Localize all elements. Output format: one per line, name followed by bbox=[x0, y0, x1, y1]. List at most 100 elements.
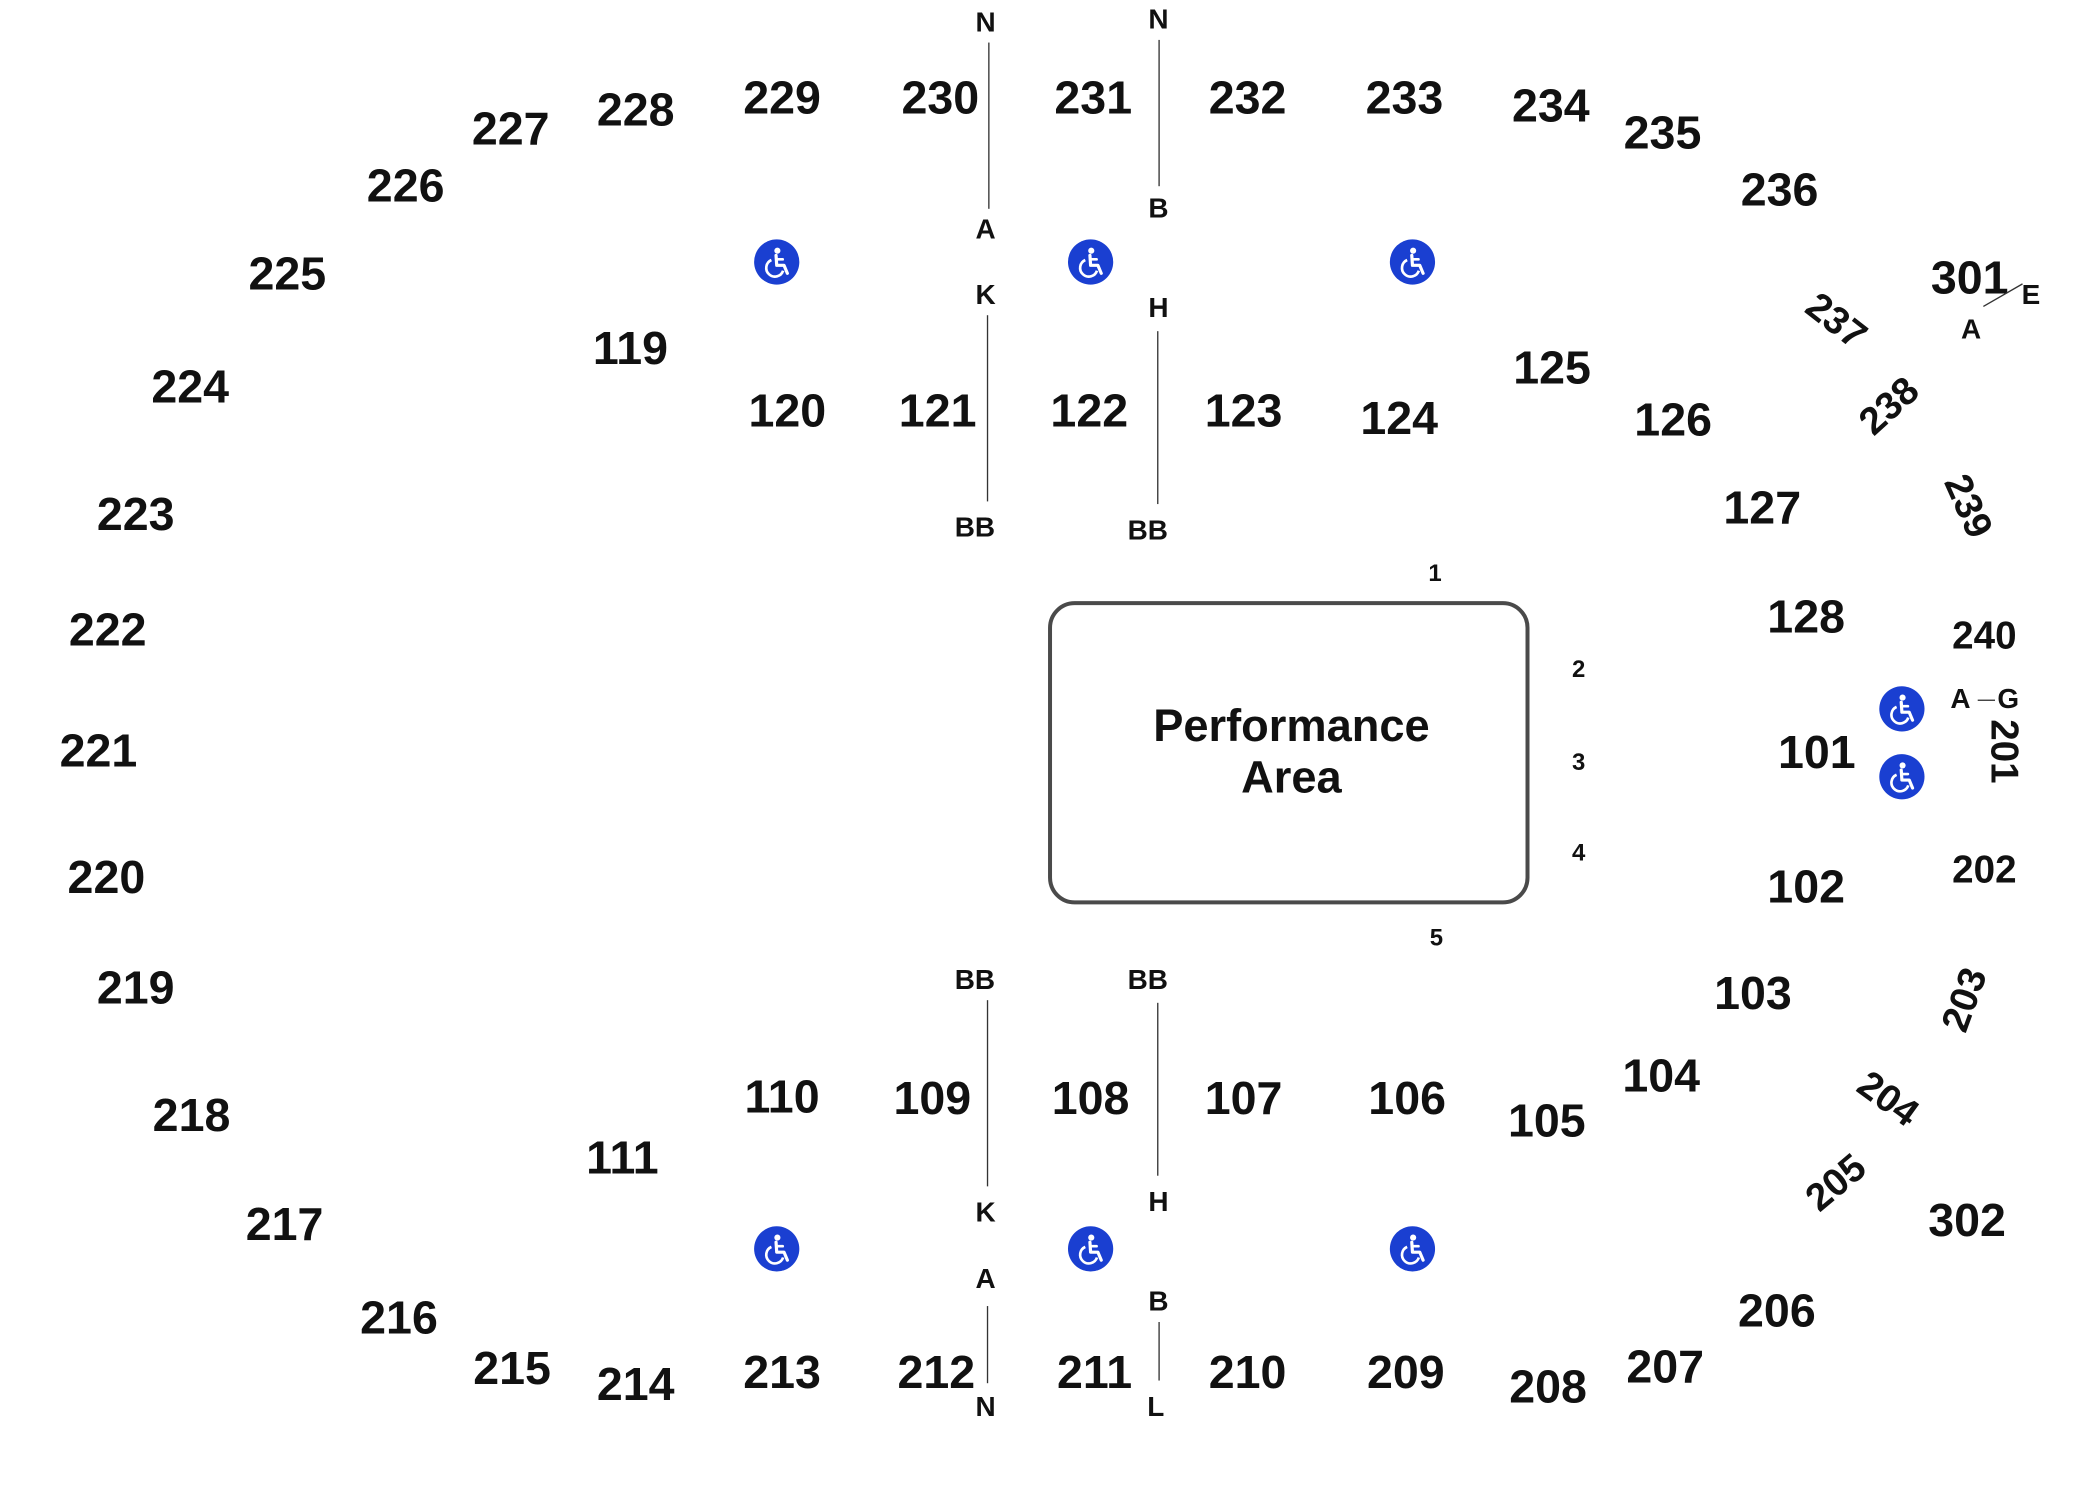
section-210[interactable]: 210 bbox=[1208, 1346, 1287, 1399]
wheelchair-icon bbox=[1879, 686, 1925, 732]
gate-label: 4 bbox=[1572, 839, 1586, 866]
section-101[interactable]: 101 bbox=[1777, 726, 1856, 779]
row-divider bbox=[986, 315, 989, 502]
section-229[interactable]: 229 bbox=[743, 72, 821, 125]
section-110[interactable]: 110 bbox=[744, 1071, 820, 1124]
section-121[interactable]: 121 bbox=[898, 385, 977, 437]
row-marker: BB bbox=[1127, 515, 1168, 546]
section-217[interactable]: 217 bbox=[245, 1198, 324, 1251]
section-232[interactable]: 232 bbox=[1208, 72, 1287, 125]
row-marker: N bbox=[975, 7, 996, 38]
performance-area[interactable]: Performance Area bbox=[1048, 601, 1530, 905]
section-220[interactable]: 220 bbox=[67, 851, 146, 904]
section-125[interactable]: 125 bbox=[1513, 342, 1591, 395]
row-marker: L bbox=[1147, 1391, 1165, 1423]
section-201[interactable]: 201 bbox=[1982, 719, 2025, 784]
row-divider bbox=[1158, 39, 1160, 187]
row-marker: A bbox=[975, 214, 996, 246]
section-227[interactable]: 227 bbox=[471, 103, 550, 155]
row-marker: K bbox=[975, 1197, 996, 1229]
row-marker: K bbox=[975, 279, 996, 311]
row-divider bbox=[1158, 1322, 1160, 1381]
wheelchair-icon bbox=[1879, 754, 1925, 800]
section-208[interactable]: 208 bbox=[1509, 1361, 1587, 1414]
section-109[interactable]: 109 bbox=[893, 1072, 972, 1125]
section-104[interactable]: 104 bbox=[1622, 1050, 1701, 1102]
section-119[interactable]: 119 bbox=[592, 322, 668, 375]
section-225[interactable]: 225 bbox=[248, 248, 327, 300]
section-240[interactable]: 240 bbox=[1952, 615, 2017, 658]
section-235[interactable]: 235 bbox=[1623, 107, 1702, 159]
section-107[interactable]: 107 bbox=[1204, 1072, 1283, 1125]
section-239[interactable]: 239 bbox=[1935, 468, 2001, 545]
wheelchair-icon bbox=[1067, 239, 1114, 285]
section-228[interactable]: 228 bbox=[596, 84, 675, 137]
section-218[interactable]: 218 bbox=[152, 1089, 231, 1142]
row-marker: N bbox=[1148, 4, 1169, 36]
row-marker: BB bbox=[1127, 964, 1168, 996]
section-230[interactable]: 230 bbox=[901, 72, 980, 125]
section-302[interactable]: 302 bbox=[1928, 1195, 2006, 1247]
row-marker: BB bbox=[954, 512, 996, 544]
section-219[interactable]: 219 bbox=[96, 962, 175, 1015]
section-222[interactable]: 222 bbox=[68, 604, 147, 657]
section-224[interactable]: 224 bbox=[151, 361, 230, 413]
section-122[interactable]: 122 bbox=[1050, 385, 1129, 437]
section-207[interactable]: 207 bbox=[1626, 1341, 1705, 1394]
section-126[interactable]: 126 bbox=[1634, 394, 1712, 447]
row-divider bbox=[986, 1306, 989, 1384]
performance-area-label: Performance Area bbox=[1153, 700, 1430, 804]
section-301[interactable]: 301 bbox=[1930, 252, 2009, 304]
section-213[interactable]: 213 bbox=[743, 1346, 821, 1399]
section-233[interactable]: 233 bbox=[1365, 72, 1444, 125]
section-204[interactable]: 204 bbox=[1849, 1063, 1927, 1136]
section-124[interactable]: 124 bbox=[1360, 393, 1439, 445]
section-212[interactable]: 212 bbox=[897, 1346, 976, 1399]
section-216[interactable]: 216 bbox=[360, 1292, 438, 1344]
section-211[interactable]: 211 bbox=[1057, 1346, 1133, 1399]
row-marker: A bbox=[975, 1264, 996, 1295]
wheelchair-icon bbox=[1389, 1226, 1436, 1272]
section-209[interactable]: 209 bbox=[1366, 1346, 1445, 1399]
section-106[interactable]: 106 bbox=[1368, 1072, 1446, 1125]
row-marker: E bbox=[2021, 279, 2041, 311]
gate-label: 3 bbox=[1572, 748, 1586, 776]
section-102[interactable]: 102 bbox=[1767, 861, 1845, 914]
section-221[interactable]: 221 bbox=[59, 725, 138, 778]
section-234[interactable]: 234 bbox=[1511, 80, 1590, 133]
row-marker: H bbox=[1148, 293, 1169, 324]
wheelchair-icon bbox=[1389, 239, 1436, 285]
section-105[interactable]: 105 bbox=[1507, 1095, 1586, 1148]
section-206[interactable]: 206 bbox=[1738, 1285, 1816, 1338]
section-236[interactable]: 236 bbox=[1740, 164, 1819, 217]
section-111[interactable]: 111 bbox=[586, 1132, 659, 1185]
section-128[interactable]: 128 bbox=[1767, 591, 1845, 644]
row-divider bbox=[988, 42, 990, 209]
section-203[interactable]: 203 bbox=[1934, 962, 1997, 1038]
section-223[interactable]: 223 bbox=[96, 488, 175, 541]
section-103[interactable]: 103 bbox=[1714, 967, 1792, 1020]
section-205[interactable]: 205 bbox=[1797, 1146, 1875, 1221]
row-marker: A bbox=[1960, 314, 1982, 346]
section-127[interactable]: 127 bbox=[1723, 482, 1802, 534]
row-divider bbox=[1157, 331, 1159, 505]
gate-label: 1 bbox=[1428, 559, 1442, 587]
section-226[interactable]: 226 bbox=[366, 160, 445, 213]
section-120[interactable]: 120 bbox=[748, 385, 827, 437]
row-marker: B bbox=[1148, 193, 1169, 225]
gate-label: 5 bbox=[1429, 924, 1444, 951]
section-123[interactable]: 123 bbox=[1204, 385, 1283, 437]
wheelchair-icon bbox=[754, 1226, 800, 1272]
section-237[interactable]: 237 bbox=[1797, 284, 1875, 358]
section-215[interactable]: 215 bbox=[473, 1342, 551, 1395]
wheelchair-icon bbox=[754, 239, 800, 285]
row-divider bbox=[1977, 699, 1996, 701]
row-divider bbox=[986, 1000, 989, 1187]
section-202[interactable]: 202 bbox=[1952, 849, 2017, 892]
section-238[interactable]: 238 bbox=[1851, 369, 1928, 444]
row-marker: B bbox=[1148, 1286, 1169, 1318]
section-231[interactable]: 231 bbox=[1054, 72, 1133, 125]
section-214[interactable]: 214 bbox=[596, 1358, 675, 1411]
section-108[interactable]: 108 bbox=[1051, 1072, 1130, 1125]
row-marker: BB bbox=[954, 964, 996, 996]
